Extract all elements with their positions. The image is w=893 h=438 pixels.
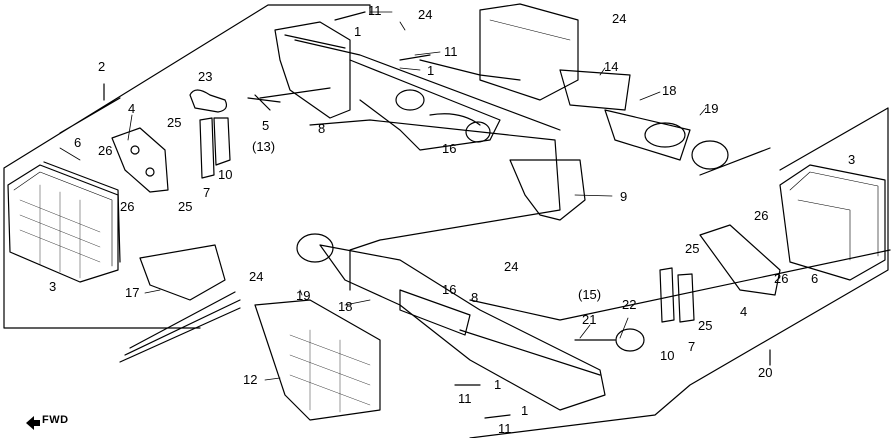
lower-arm [319,244,606,411]
left-base-plate [111,127,169,193]
callout-13: (13) [252,139,276,154]
callout-24: 24 [504,259,519,274]
callout-5: 5 [262,118,270,133]
callout-6: 6 [74,135,82,150]
callout-1: 1 [427,63,435,78]
left-socket [189,89,228,113]
callout-11: 11 [444,44,458,59]
grommet-19 [691,140,729,170]
right-base-plate [699,224,781,296]
callout-2: 2 [98,59,106,74]
callout-25: 25 [685,241,700,256]
callout-23: 23 [198,69,213,84]
right-rear-lens [779,164,886,281]
callout-19: 19 [704,101,719,116]
callout-26: 26 [120,199,135,214]
callout-3: 3 [848,152,856,167]
callout-1: 1 [354,24,362,39]
callout-7: 7 [203,185,211,200]
callout-21: 21 [582,312,597,327]
callout-12: 12 [243,372,258,387]
callout-11: 11 [368,3,382,18]
callout-15: (15) [578,287,602,302]
callout-26: 26 [98,143,113,158]
callout-18: 18 [662,83,677,98]
callout-26: 26 [774,271,789,286]
callout-4: 4 [128,101,136,116]
upper-right-arm [559,69,631,111]
left-mount-stay [274,21,351,119]
bracket-17 [139,244,226,301]
callout-9: 9 [620,189,628,204]
left-rear-lens [7,161,121,283]
callout-22: 22 [622,297,637,312]
callout-25: 25 [178,199,193,214]
callout-20: 20 [758,365,773,380]
left-assembly-boundary [3,4,371,329]
callout-8: 8 [471,290,479,305]
fwd-label: FWD [42,414,69,426]
lower-wires [119,291,241,363]
callout-8: 8 [318,121,326,136]
callout-18: 18 [338,299,353,314]
callout-16: 16 [442,282,457,297]
callout-17: 17 [125,285,140,300]
callout-26: 26 [754,208,769,223]
callout-10: 10 [660,348,675,363]
callout-24: 24 [612,11,627,26]
fwd-arrow-icon [26,416,40,430]
callout-7: 7 [688,339,696,354]
callout-25: 25 [698,318,713,333]
callout-3: 3 [49,279,57,294]
callout-10: 10 [218,167,233,182]
bracket-9 [509,159,586,221]
left-wire-5 [247,87,331,111]
callout-1: 1 [521,403,529,418]
grommet-19-lower [296,233,334,263]
callout-6: 6 [811,271,819,286]
right-bulb [615,328,645,352]
upper-right-lens [479,3,579,101]
callout-25: 25 [167,115,182,130]
callout-4: 4 [740,304,748,319]
callout-14: 14 [604,59,619,74]
right-assembly-boundary [469,107,889,438]
callout-24: 24 [418,7,433,22]
callout-19: 19 [296,288,311,303]
callout-16: 16 [442,141,457,156]
lower-left-lens [254,299,381,421]
upper-arm [349,59,501,151]
callout-1: 1 [494,377,502,392]
callout-11: 11 [458,391,472,406]
callout-24: 24 [249,269,264,284]
callout-11: 11 [498,421,512,436]
